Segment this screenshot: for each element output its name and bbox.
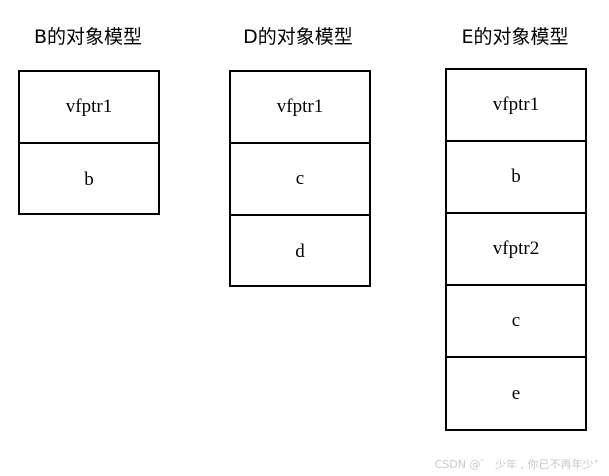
model-d-cell-c: c (231, 144, 369, 216)
model-e-cell-c: c (447, 286, 585, 358)
model-d-cell-d: d (295, 241, 305, 262)
model-e-cell-b: b (447, 142, 585, 214)
model-d-object-layout: vfptr1 c d (229, 70, 371, 287)
model-b-cell-vfptr1: vfptr1 (20, 72, 158, 144)
csdn-watermark: CSDN @゛ 少年 , 你已不再年少° (434, 458, 599, 471)
model-d-cell-vfptr1: vfptr1 (231, 72, 369, 144)
model-e-cell-vfptr2: vfptr2 (447, 214, 585, 286)
model-b-object-layout: vfptr1 b (18, 70, 160, 215)
model-e-cell-vfptr1: vfptr1 (447, 70, 585, 142)
model-e-cell-e: e (511, 383, 521, 404)
model-b-title: B的对象模型 (33, 26, 143, 48)
model-b-cell-b: b (84, 169, 94, 190)
model-e-title: E的对象模型 (461, 26, 569, 48)
model-d-title: D的对象模型 (243, 26, 353, 48)
model-e-object-layout: vfptr1 b vfptr2 c e (445, 68, 587, 431)
